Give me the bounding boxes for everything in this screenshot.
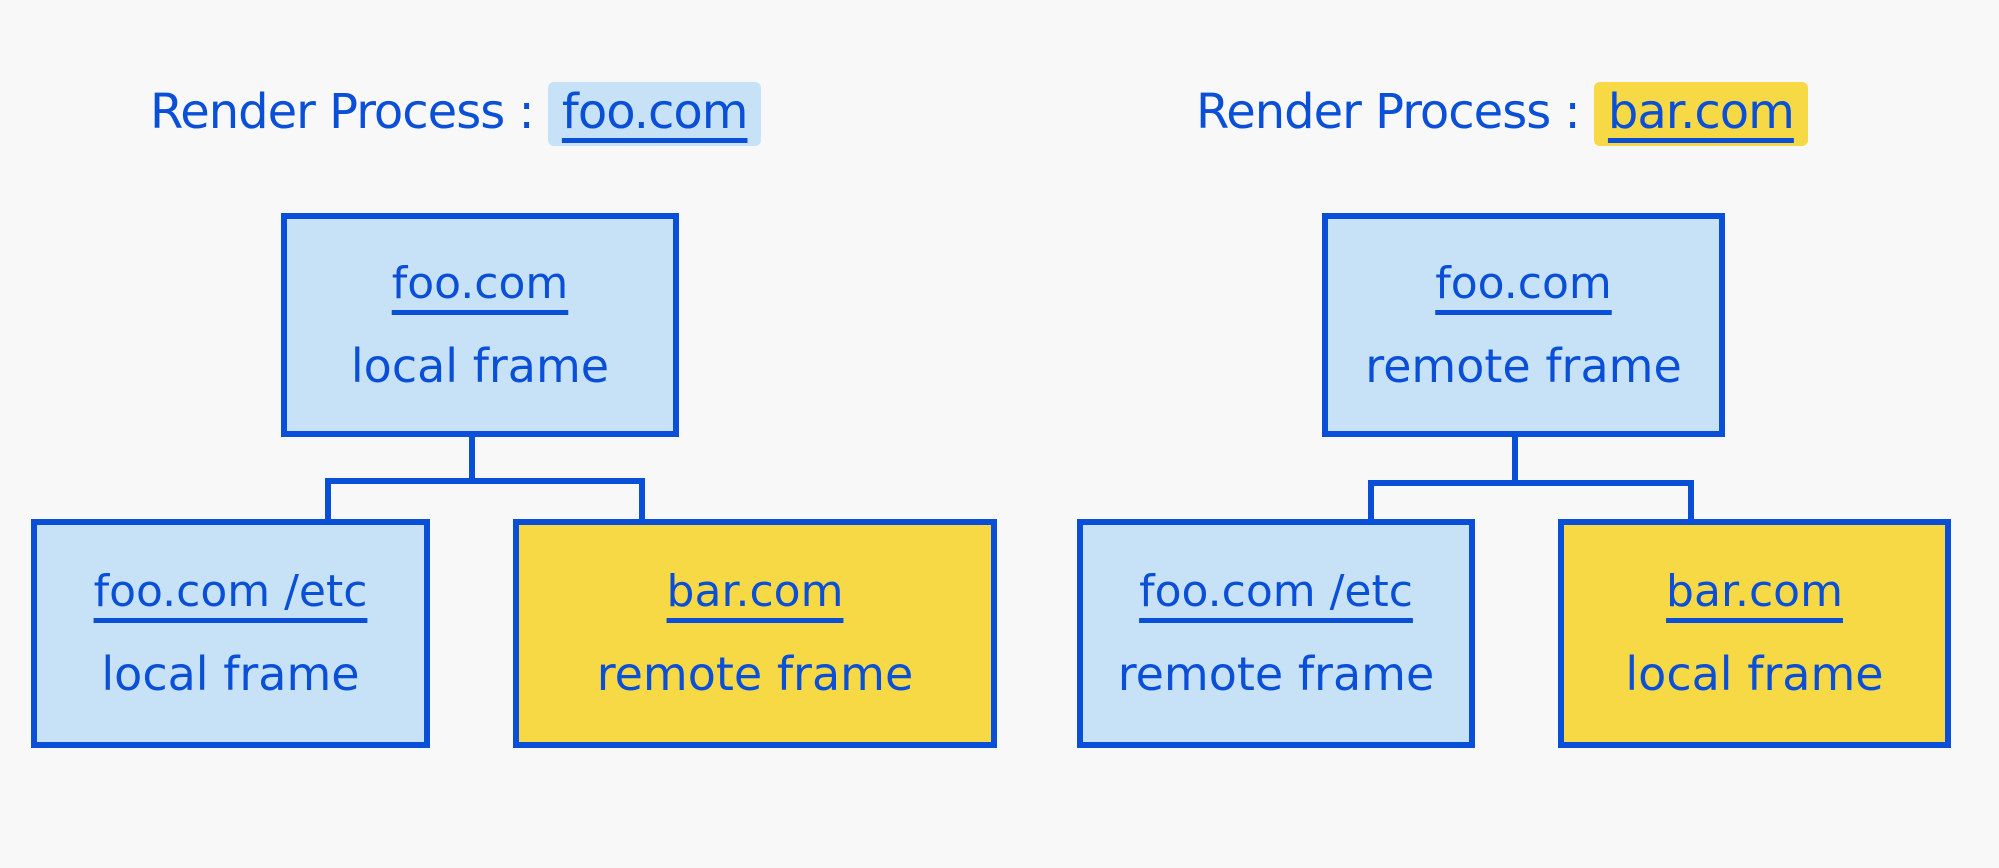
right-title-site: bar.com (1607, 84, 1795, 140)
left-child-frame-b: bar.com remote frame (513, 519, 997, 748)
right-child-frame-a: foo.com /etc remote frame (1077, 519, 1475, 748)
left-child-frame-a: foo.com /etc local frame (31, 519, 430, 748)
right-title-site-highlight: bar.com (1593, 82, 1808, 146)
right-connector-bar (1368, 480, 1694, 486)
frame-kind: remote frame (1117, 647, 1435, 701)
right-root-frame: foo.com remote frame (1322, 213, 1725, 437)
right-title: Render Process : bar.com (1196, 82, 1808, 146)
left-connector-a (325, 478, 331, 522)
frame-host: bar.com (666, 566, 844, 617)
frame-host: bar.com (1666, 566, 1843, 617)
left-connector-trunk (469, 437, 475, 481)
frame-kind: remote frame (596, 647, 914, 701)
right-connector-b (1688, 480, 1694, 522)
right-connector-trunk (1512, 437, 1518, 483)
frame-kind: local frame (101, 647, 360, 701)
left-connector-bar (325, 478, 645, 484)
frame-kind: local frame (350, 338, 610, 393)
right-connector-a (1368, 480, 1374, 522)
right-title-prefix: Render Process : (1196, 84, 1581, 140)
frame-host: foo.com /etc (93, 566, 368, 617)
frame-host: foo.com (1435, 257, 1612, 309)
left-title-prefix: Render Process : (150, 84, 535, 140)
frame-kind: local frame (1625, 647, 1884, 701)
left-title: Render Process : foo.com (150, 82, 762, 146)
left-root-frame: foo.com local frame (281, 213, 679, 437)
frame-host: foo.com /etc (1139, 566, 1413, 617)
left-connector-b (639, 478, 645, 522)
left-title-site: foo.com (561, 84, 749, 140)
frame-kind: remote frame (1365, 338, 1682, 393)
right-child-frame-b: bar.com local frame (1558, 519, 1951, 748)
left-title-site-highlight: foo.com (547, 82, 762, 146)
frame-host: foo.com (391, 257, 569, 309)
